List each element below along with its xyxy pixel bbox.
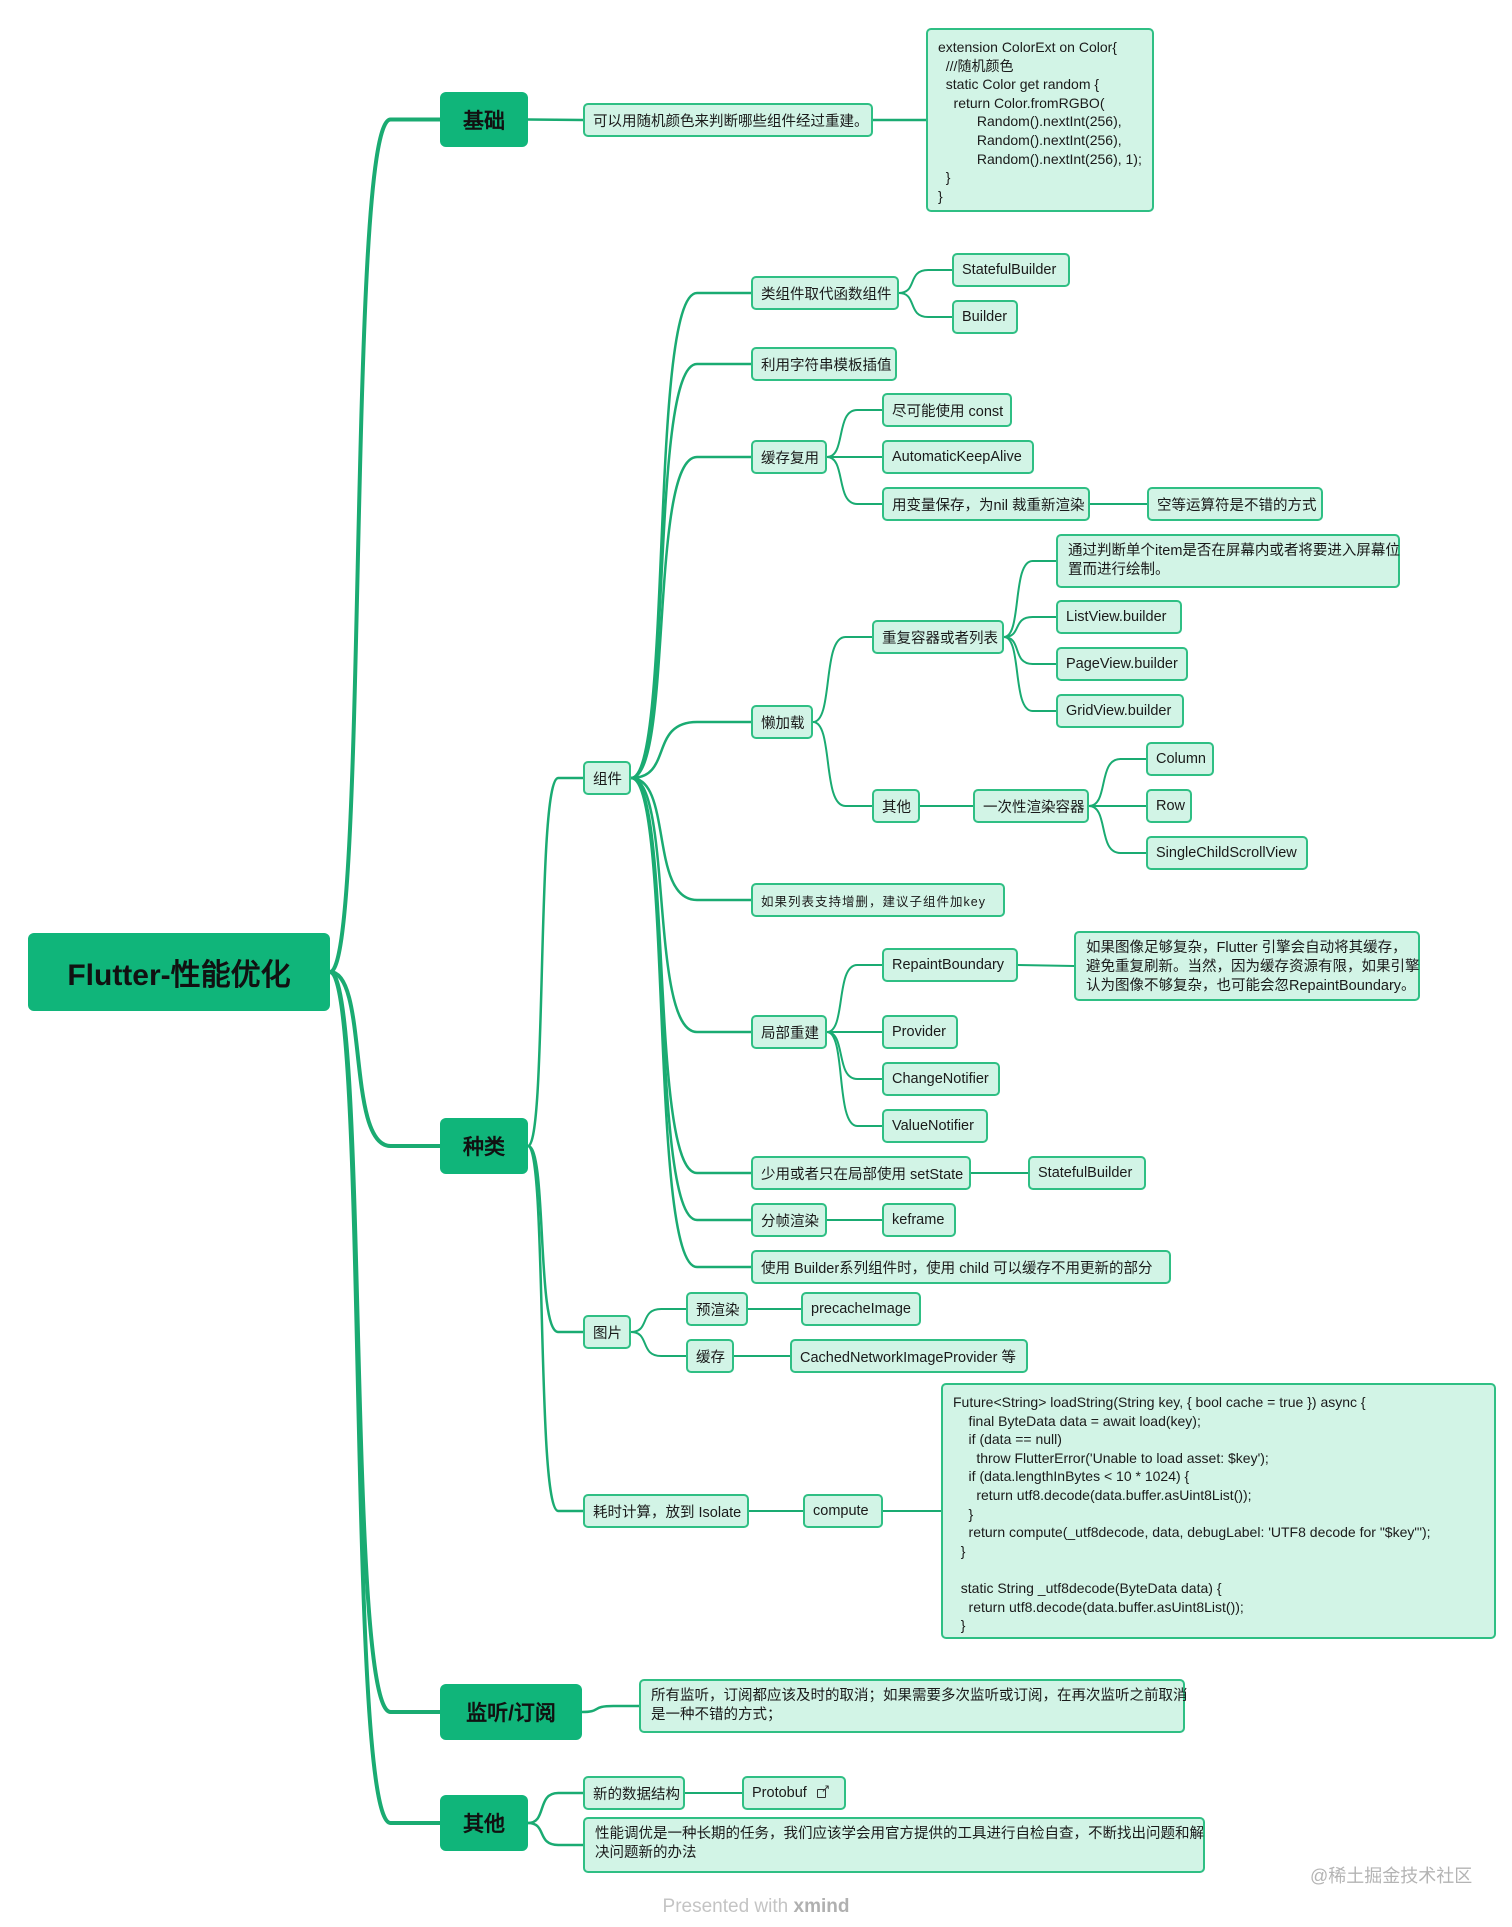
null-aware-operator-leaf[interactable]: 空等运算符是不错的方式: [1147, 487, 1323, 521]
keframe-leaf[interactable]: keframe: [882, 1203, 956, 1237]
topic-basics[interactable]: 基础: [440, 92, 528, 147]
connector-comp-partial: [629, 776, 753, 1034]
footer-brand: xmind: [793, 1896, 850, 1917]
image-cache-topic[interactable]: 缓存: [686, 1339, 734, 1373]
connector-comp-cache: [629, 455, 753, 780]
connector-repaint-repaintnote: [1017, 964, 1075, 967]
builder-child-tip[interactable]: 使用 Builder系列组件时，使用 child 可以缓存不用更新的部分: [751, 1250, 1171, 1284]
class-over-function-topic[interactable]: 类组件取代函数组件: [751, 276, 899, 310]
connector-oneshot-column: [1088, 758, 1147, 807]
string-template-topic[interactable]: 利用字符串模板插值: [751, 347, 897, 381]
compute-topic[interactable]: compute: [803, 1494, 883, 1528]
set-state-topic[interactable]: 少用或者只在局部使用 setState: [751, 1156, 971, 1190]
cache-reuse-topic[interactable]: 缓存复用: [751, 440, 827, 474]
connector-root-other: [328, 970, 442, 1825]
listen-cancel-note[interactable]: 所有监听，订阅都应该及时的取消；如果需要多次监听或订阅，在再次监听之前取消 是一…: [639, 1679, 1188, 1733]
isolate-topic[interactable]: 耗时计算，放到 Isolate: [583, 1494, 749, 1528]
connector-types-images: [526, 1144, 585, 1334]
connector-listen-listennote: [580, 1704, 641, 1714]
connector-cache-const: [826, 409, 883, 458]
variable-save-leaf[interactable]: 用变量保存，为nil 裁重新渲染: [882, 487, 1090, 521]
connector-lazy-repeat: [812, 636, 873, 723]
precache-image-leaf[interactable]: precacheImage: [801, 1292, 921, 1326]
repaint-boundary-leaf[interactable]: RepaintBoundary: [882, 948, 1018, 982]
connector-class-builder: [898, 292, 953, 318]
community-watermark: @稀土掘金技术社区: [1310, 1866, 1473, 1886]
topic-types[interactable]: 种类: [440, 1118, 528, 1174]
color-ext-code-block[interactable]: extension ColorExt on Color{ ///随机颜色 sta…: [926, 28, 1154, 212]
column-leaf[interactable]: Column: [1146, 742, 1214, 776]
item-visibility-note[interactable]: 通过判断单个item是否在屏幕内或者将要进入屏幕位 置而进行绘制。: [1056, 534, 1400, 588]
use-const-leaf[interactable]: 尽可能使用 const: [882, 393, 1012, 427]
frame-render-topic[interactable]: 分帧渲染: [751, 1203, 827, 1237]
connector-comp-builderchild: [629, 776, 753, 1269]
lazy-load-topic[interactable]: 懒加载: [751, 705, 813, 739]
connector-oneshot-singlescroll: [1088, 805, 1147, 854]
stateful-builder-leaf-2[interactable]: StatefulBuilder: [1028, 1156, 1146, 1190]
repeat-list-topic[interactable]: 重复容器或者列表: [872, 620, 1004, 654]
connector-repeat-listview: [1003, 616, 1057, 638]
connector-class-sb: [898, 269, 953, 294]
connector-types-comp: [526, 776, 585, 1148]
connector-repeat-pageview: [1003, 636, 1057, 665]
partial-rebuild-topic[interactable]: 局部重建: [751, 1015, 827, 1049]
topic-other[interactable]: 其他: [440, 1795, 528, 1851]
builder-leaf[interactable]: Builder: [952, 300, 1018, 334]
change-notifier-leaf[interactable]: ChangeNotifier: [882, 1062, 1000, 1096]
connector-repeat-itemcheck: [1003, 560, 1057, 638]
connector-partial-valuenot: [826, 1031, 883, 1127]
connector-comp-listkey: [629, 776, 753, 902]
topic-listen-subscribe[interactable]: 监听/订阅: [440, 1684, 582, 1740]
connector-partial-repaint: [826, 964, 883, 1033]
one-shot-container-topic[interactable]: 一次性渲染容器: [973, 789, 1089, 823]
listview-builder-leaf[interactable]: ListView.builder: [1056, 600, 1182, 634]
images-topic[interactable]: 图片: [583, 1315, 631, 1349]
stateful-builder-leaf[interactable]: StatefulBuilder: [952, 253, 1070, 287]
connector-cache-varsave: [826, 456, 883, 505]
connector-comp-lazy: [629, 720, 753, 780]
connector-repeat-gridview: [1003, 636, 1057, 712]
connector-images-prerender: [630, 1308, 687, 1333]
connector-comp-setstate: [629, 776, 753, 1175]
lazy-other-topic[interactable]: 其他: [872, 789, 920, 823]
single-child-scroll-view-leaf[interactable]: SingleChildScrollView: [1146, 836, 1308, 870]
list-key-tip[interactable]: 如果列表支持增删，建议子组件加key: [751, 883, 1005, 917]
presented-with-footer: Presented with xmind: [0, 1896, 1512, 1924]
connector-images-imgcache: [630, 1331, 687, 1357]
connector-other-tuning: [526, 1821, 585, 1847]
connector-comp-strtpl: [629, 362, 753, 780]
connector-root-basics: [328, 117, 442, 974]
connector-other-newdata: [526, 1791, 585, 1825]
connector-comp-frame: [629, 776, 753, 1222]
repaint-boundary-note[interactable]: 如果图像足够复杂，Flutter 引擎会自动将其缓存， 避免重复刷新。当然，因为…: [1074, 931, 1420, 1001]
provider-leaf[interactable]: Provider: [882, 1015, 958, 1049]
components-topic[interactable]: 组件: [583, 761, 631, 795]
row-leaf[interactable]: Row: [1146, 789, 1192, 823]
performance-tuning-note[interactable]: 性能调优是一种长期的任务，我们应该学会用官方提供的工具进行自检自查，不断找出问题…: [583, 1817, 1205, 1873]
connector-lazy-lazyother: [812, 721, 873, 807]
pre-render-topic[interactable]: 预渲染: [686, 1292, 748, 1326]
automatic-keep-alive-leaf[interactable]: AutomaticKeepAlive: [882, 440, 1034, 474]
external-link-icon[interactable]: [816, 1782, 830, 1799]
gridview-builder-leaf[interactable]: GridView.builder: [1056, 694, 1184, 728]
root-topic[interactable]: Flutter-性能优化: [28, 933, 330, 1011]
protobuf-label: Protobuf: [752, 1785, 807, 1801]
footer-presented-text: Presented with: [662, 1896, 789, 1917]
cached-network-image-provider-leaf[interactable]: CachedNetworkImageProvider 等: [790, 1339, 1028, 1373]
connector-types-isolate: [526, 1144, 585, 1513]
load-string-code-block[interactable]: Future<String> loadString(String key, { …: [941, 1383, 1496, 1639]
connector-basics-random: [526, 118, 585, 122]
value-notifier-leaf[interactable]: ValueNotifier: [882, 1109, 988, 1143]
protobuf-leaf[interactable]: Protobuf: [742, 1776, 846, 1810]
pageview-builder-leaf[interactable]: PageView.builder: [1056, 647, 1188, 681]
random-color-note[interactable]: 可以用随机颜色来判断哪些组件经过重建。: [583, 103, 873, 137]
connector-root-types: [328, 970, 442, 1148]
new-data-structure-topic[interactable]: 新的数据结构: [583, 1776, 685, 1810]
